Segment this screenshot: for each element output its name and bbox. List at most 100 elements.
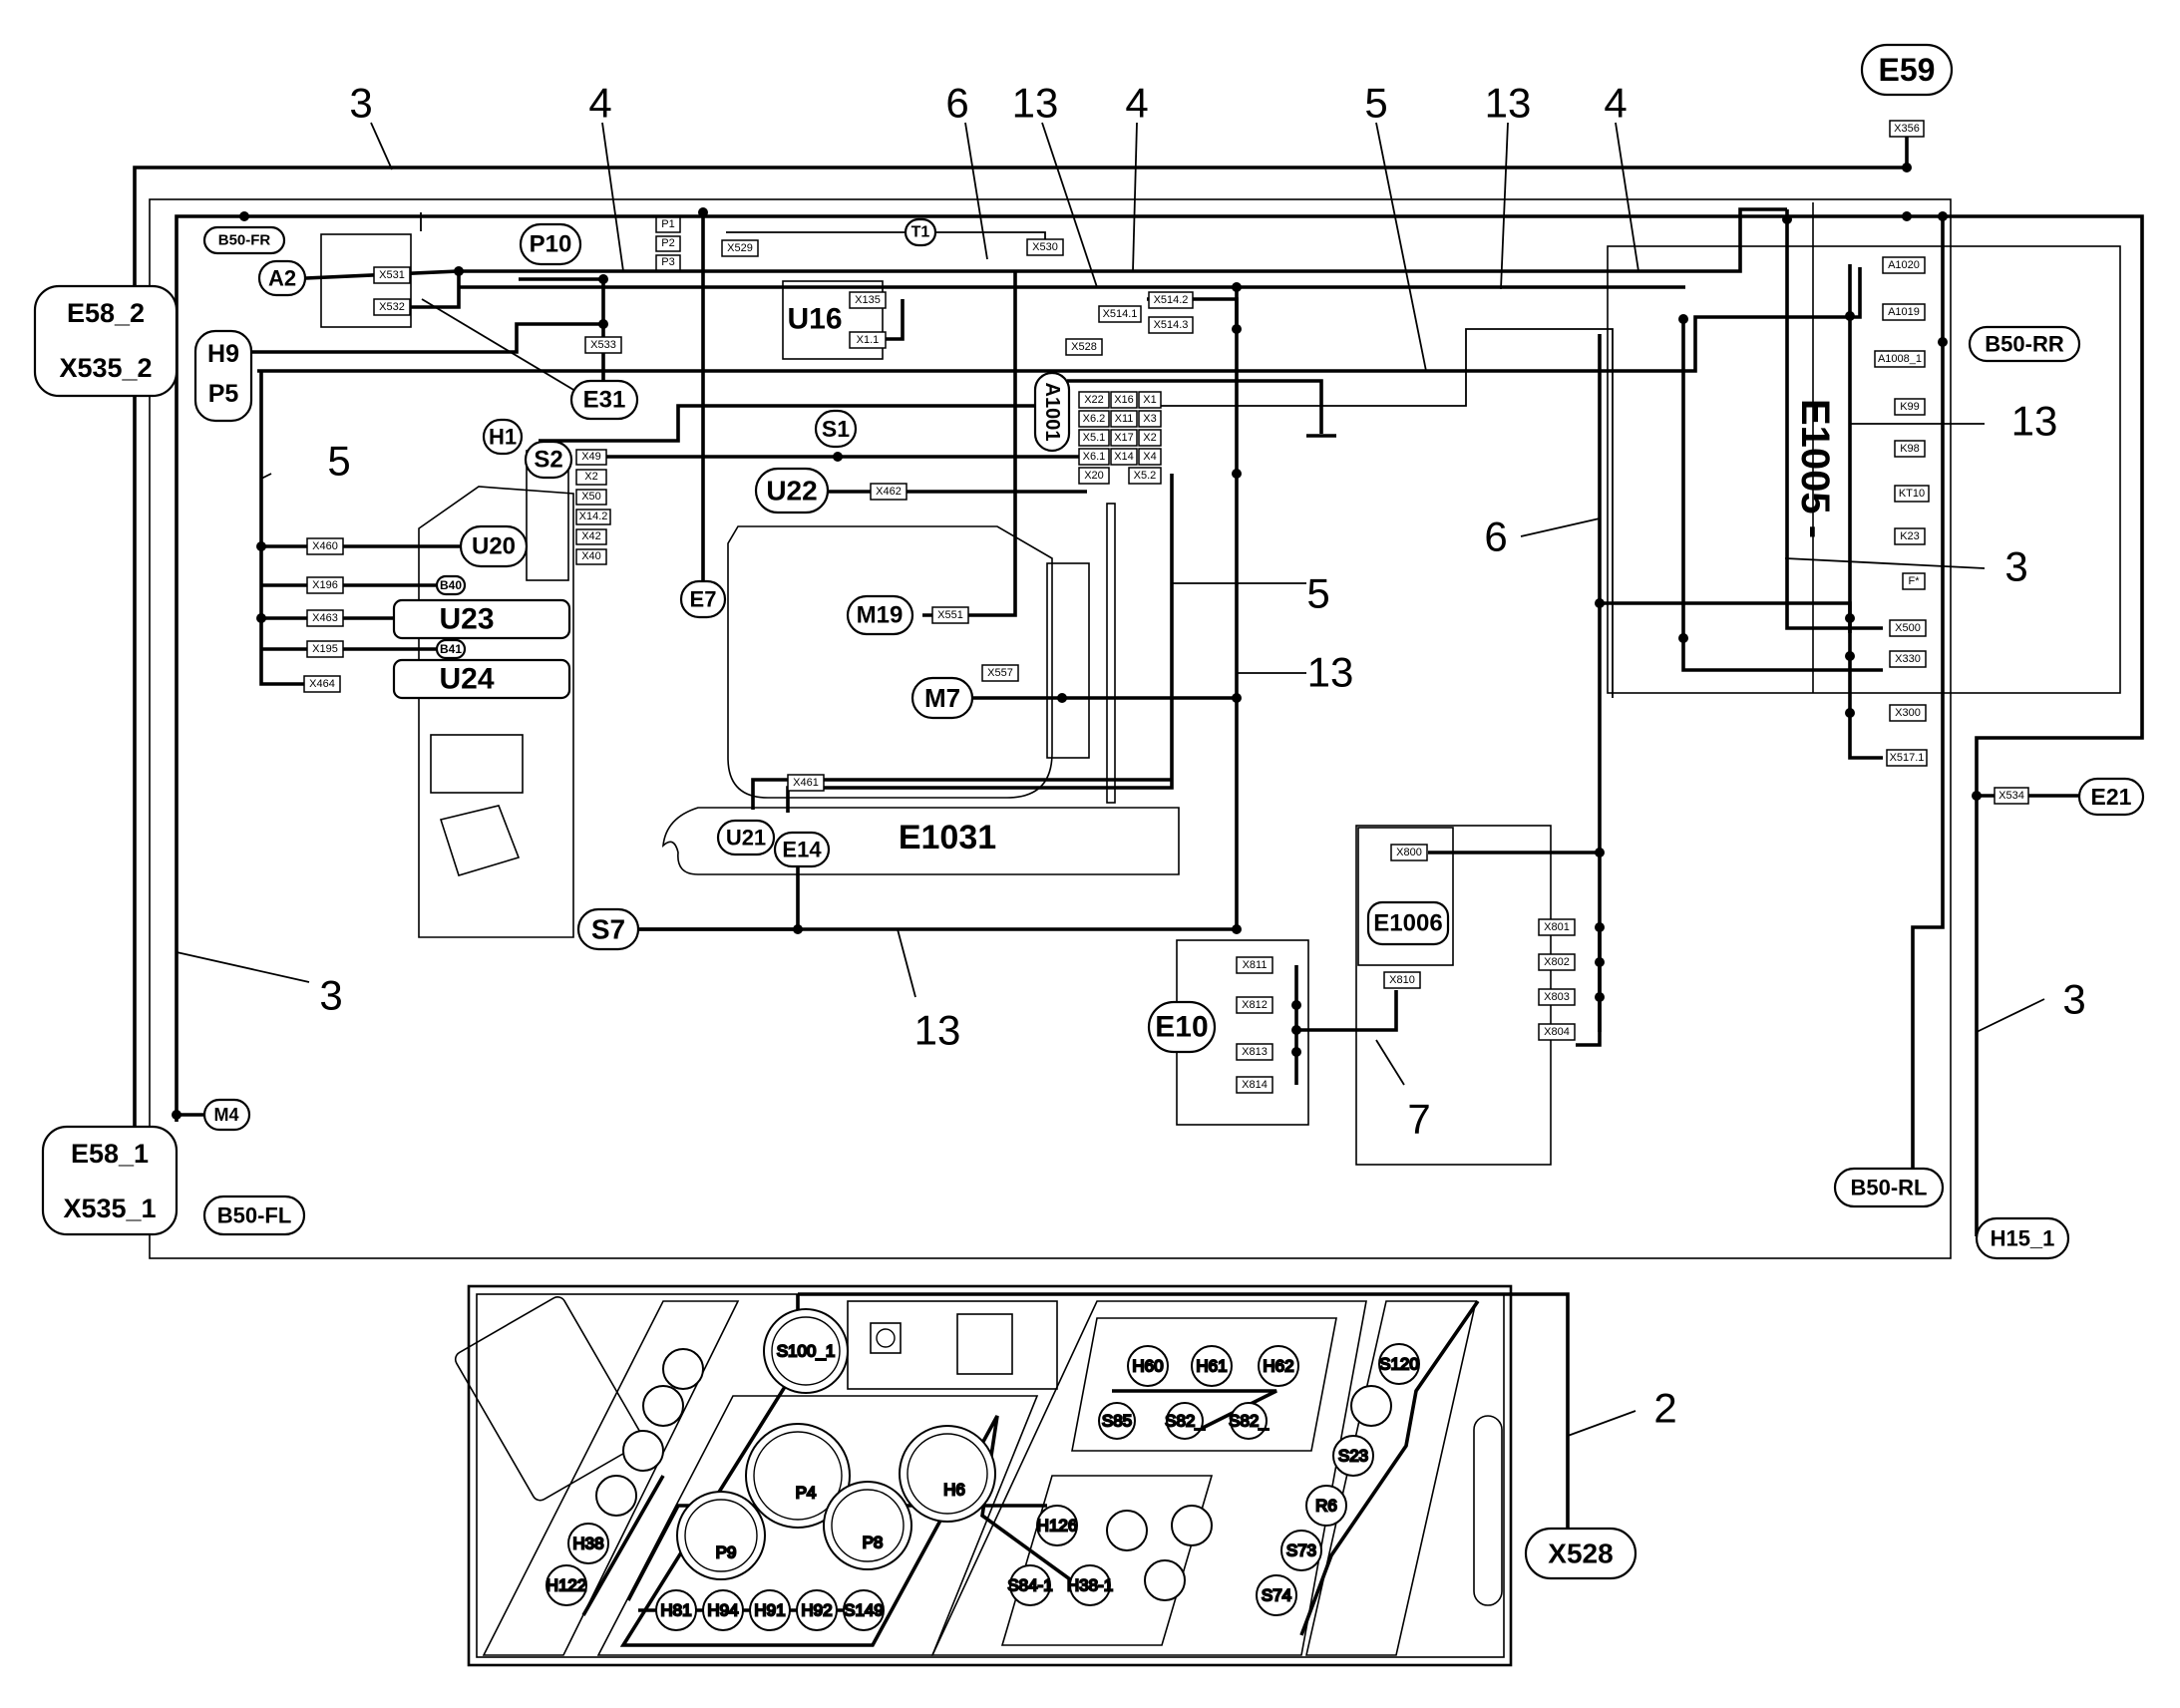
a1001-label: A1001 (1033, 371, 1071, 453)
e21-label: E21 (2077, 777, 2145, 817)
wire-5-ext (1142, 328, 1614, 698)
gauge-s82-b: S82_ (1228, 1402, 1270, 1440)
conn-x532: X532 (373, 298, 411, 316)
conn-x11: X11 (1110, 410, 1138, 428)
conn-x3: X3 (1138, 410, 1162, 428)
gauge-h92: H92 (796, 1589, 838, 1631)
gauge-h81: H81 (655, 1589, 697, 1631)
wire-a1001 (539, 404, 1037, 443)
wire-a2 (283, 269, 461, 309)
callout-5: 5 (1364, 80, 1387, 127)
gauge-blank-7 (1171, 1505, 1213, 1546)
gauge-h61: H61 (1191, 1345, 1233, 1387)
engine-outline (727, 525, 1053, 799)
conn-x1-1: X1.1 (849, 331, 887, 349)
e58-1-label: E58_1 X535_1 (41, 1125, 179, 1236)
e7-label: E7 (679, 579, 727, 619)
svg-text:X810: X810 (1389, 974, 1415, 986)
svg-text:B41: B41 (440, 642, 462, 656)
callout-13: 13 (914, 1007, 961, 1054)
svg-text:T1: T1 (911, 224, 930, 241)
conn-x803: X803 (1538, 988, 1576, 1006)
panel-h60-box (1071, 1317, 1337, 1452)
harness-e1005-bus (1848, 264, 1883, 760)
svg-text:X14.2: X14.2 (579, 511, 608, 522)
h15-1-label: H15_1 (1975, 1216, 2070, 1260)
conn-x802: X802 (1538, 953, 1576, 971)
gauge-r6: R6 (1305, 1485, 1347, 1527)
panel-h126-box (1000, 1475, 1214, 1646)
gauge-s100-1: S100_1 (763, 1308, 849, 1394)
connectors: X531 X532 X533 P1 P2 P3 X529 X530 X135 X… (303, 120, 2029, 1094)
gauge-blank-2 (642, 1385, 684, 1427)
h1-label: H1 (482, 418, 524, 456)
callout-2: 2 (1653, 1385, 1676, 1432)
callout-3: 3 (319, 972, 342, 1019)
conn-f: F* (1902, 572, 1926, 590)
svg-text:H38: H38 (572, 1535, 603, 1553)
svg-text:B50-FR: B50-FR (218, 232, 271, 249)
svg-text:S73: S73 (1286, 1541, 1316, 1560)
svg-text:X802: X802 (1544, 956, 1570, 968)
panel-section-1 (482, 1300, 740, 1656)
svg-text:X6.2: X6.2 (1083, 413, 1106, 425)
conn-x514-2: X514.2 (1148, 291, 1194, 309)
gauge-h62: H62 (1258, 1345, 1299, 1387)
svg-text:S149: S149 (844, 1601, 884, 1620)
b50rl-label: B50-RL (1833, 1167, 1945, 1208)
conn-x6-1: X6.1 (1078, 448, 1110, 466)
svg-text:X4: X4 (1143, 451, 1156, 463)
conn-x5-1: X5.1 (1078, 429, 1110, 447)
svg-text:X22: X22 (1084, 394, 1104, 406)
panel-wire-h60 (1112, 1389, 1277, 1438)
callout-13: 13 (2011, 398, 2058, 445)
svg-text:X2: X2 (1143, 432, 1156, 444)
svg-text:X801: X801 (1544, 921, 1570, 933)
gauge-h38: H38 (567, 1523, 609, 1564)
a2-label: A2 (257, 259, 307, 297)
svg-text:X40: X40 (581, 550, 601, 562)
svg-text:X42: X42 (581, 530, 601, 542)
conn-x464: X464 (303, 675, 341, 693)
conn-x14: X14 (1110, 448, 1138, 466)
conn-x462: X462 (870, 483, 908, 501)
svg-text:X534: X534 (1998, 790, 2024, 802)
svg-text:B50-RL: B50-RL (1850, 1176, 1927, 1200)
panel-slot (1473, 1415, 1503, 1606)
svg-text:X803: X803 (1544, 991, 1570, 1003)
svg-text:A1008_1: A1008_1 (1878, 353, 1922, 365)
svg-text:H126: H126 (1037, 1517, 1078, 1536)
u24-label: U24 (392, 658, 571, 700)
a2-module (320, 233, 412, 328)
svg-text:S82_: S82_ (1229, 1412, 1269, 1431)
svg-text:X530: X530 (1032, 241, 1058, 253)
svg-text:X531: X531 (379, 269, 405, 281)
svg-text:X5.2: X5.2 (1134, 470, 1157, 482)
b50rr-label: B50-RR (1968, 325, 2081, 363)
svg-text:X1: X1 (1143, 394, 1156, 406)
svg-text:R6: R6 (1315, 1497, 1337, 1516)
svg-text:U23: U23 (439, 603, 494, 636)
svg-text:X3: X3 (1143, 413, 1156, 425)
conn-x2b: X2 (1138, 429, 1162, 447)
conn-x814: X814 (1236, 1076, 1273, 1094)
svg-text:U24: U24 (439, 663, 494, 696)
conn-x530: X530 (1026, 238, 1064, 256)
gauge-h126: H126 (1036, 1505, 1078, 1546)
panel-section-3 (930, 1300, 1367, 1656)
svg-text:E21: E21 (2091, 784, 2132, 810)
engine-inner-2 (1106, 503, 1116, 804)
e1006-module (1357, 827, 1454, 966)
panel-left-widget (454, 1296, 643, 1502)
callout-4: 4 (1125, 80, 1148, 127)
svg-text:A1019: A1019 (1888, 306, 1920, 318)
svg-text:H1: H1 (489, 425, 517, 450)
harness-4-top (459, 207, 1787, 273)
u23-label: U23 (392, 598, 571, 640)
conn-x517-1: X517.1 (1886, 749, 1928, 767)
u20-label: U20 (459, 524, 529, 568)
svg-text:X5.1: X5.1 (1083, 432, 1106, 444)
e1031-label: E1031 (899, 819, 996, 856)
conn-x356: X356 (1889, 120, 1925, 138)
